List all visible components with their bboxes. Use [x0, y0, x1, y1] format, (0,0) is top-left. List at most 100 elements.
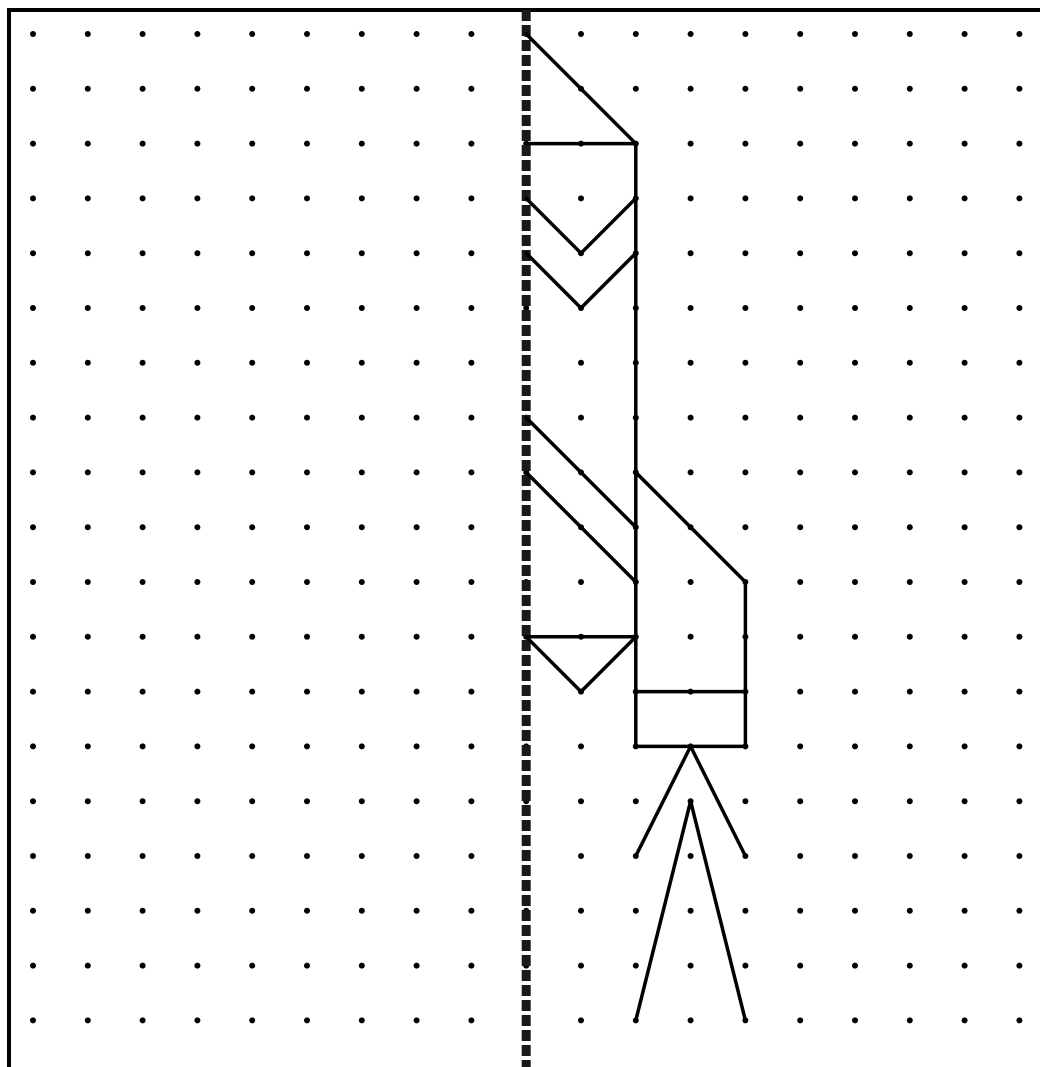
grid-dot: [194, 86, 200, 92]
grid-dot: [85, 141, 91, 147]
grid-dot: [468, 469, 474, 475]
grid-dot: [797, 31, 803, 37]
grid-dot: [797, 634, 803, 640]
grid-dot: [249, 908, 255, 914]
grid-dot: [633, 908, 639, 914]
grid-dot: [194, 743, 200, 749]
grid-dot: [907, 963, 913, 969]
grid-dot: [359, 86, 365, 92]
grid-dot: [962, 469, 968, 475]
grid-dot: [797, 415, 803, 421]
grid-dot: [194, 634, 200, 640]
shape-segment: [581, 253, 636, 308]
grid-dot: [797, 908, 803, 914]
grid-dot: [468, 305, 474, 311]
grid-dot: [359, 141, 365, 147]
grid-dot: [907, 31, 913, 37]
grid-dot: [249, 141, 255, 147]
grid-dot: [742, 141, 748, 147]
grid-dot: [85, 634, 91, 640]
grid-dot: [578, 743, 584, 749]
grid-dot: [742, 31, 748, 37]
half-shape: [526, 34, 745, 1020]
shape-segment: [526, 472, 636, 582]
grid-dot: [962, 798, 968, 804]
grid-dot: [852, 250, 858, 256]
grid-dot: [194, 141, 200, 147]
grid-dot: [742, 415, 748, 421]
grid-dot: [797, 141, 803, 147]
grid-dot: [414, 634, 420, 640]
grid-dot: [852, 305, 858, 311]
grid-dot: [468, 743, 474, 749]
grid-dot: [304, 141, 310, 147]
grid-dot: [194, 250, 200, 256]
grid-dot: [249, 798, 255, 804]
grid-dot: [85, 524, 91, 530]
grid-dot: [194, 963, 200, 969]
grid-dot: [304, 743, 310, 749]
grid-dot: [1016, 360, 1022, 366]
grid-dot: [688, 31, 694, 37]
grid-dot: [414, 1017, 420, 1023]
grid-dot: [140, 798, 146, 804]
grid-dot: [468, 250, 474, 256]
grid-dot: [468, 579, 474, 585]
grid-dot: [249, 524, 255, 530]
grid-dot: [962, 1017, 968, 1023]
grid-dot: [852, 141, 858, 147]
grid-dot: [907, 86, 913, 92]
grid-dot: [962, 579, 968, 585]
grid-dot: [1016, 798, 1022, 804]
grid-dot: [797, 579, 803, 585]
grid-dot: [907, 798, 913, 804]
grid-dot: [907, 250, 913, 256]
grid-dot: [688, 141, 694, 147]
grid-dot: [140, 195, 146, 201]
grid-dot: [85, 798, 91, 804]
grid-dot: [852, 689, 858, 695]
grid-dot: [852, 1017, 858, 1023]
grid-dot: [742, 469, 748, 475]
grid-dot: [304, 469, 310, 475]
grid-dot: [1016, 1017, 1022, 1023]
grid-dot: [359, 634, 365, 640]
grid-dot: [742, 250, 748, 256]
shape-segment: [526, 253, 581, 308]
grid-dot: [140, 908, 146, 914]
grid-dot: [194, 31, 200, 37]
grid-dot: [30, 908, 36, 914]
grid-dot: [140, 141, 146, 147]
grid-dot: [852, 31, 858, 37]
grid-dot: [414, 141, 420, 147]
grid-dot: [468, 141, 474, 147]
grid-dot: [742, 908, 748, 914]
grid-dot: [578, 908, 584, 914]
grid-dot: [414, 524, 420, 530]
grid-dot: [414, 31, 420, 37]
grid-dot: [797, 524, 803, 530]
grid-dot: [962, 524, 968, 530]
grid-dot: [962, 360, 968, 366]
grid-dot: [30, 469, 36, 475]
grid-dot: [359, 579, 365, 585]
grid-dot: [140, 963, 146, 969]
grid-dot: [359, 853, 365, 859]
grid-dot: [1016, 524, 1022, 530]
grid-dot: [962, 634, 968, 640]
grid-dot: [1016, 469, 1022, 475]
grid-dot: [688, 86, 694, 92]
shape-segment: [581, 198, 636, 253]
grid-dot: [633, 963, 639, 969]
grid-dot: [30, 195, 36, 201]
grid-dot: [30, 360, 36, 366]
grid-dot: [359, 250, 365, 256]
grid-dot: [797, 250, 803, 256]
grid-dot: [249, 360, 255, 366]
grid-dot: [1016, 963, 1022, 969]
grid-dot: [907, 908, 913, 914]
grid-dot: [194, 305, 200, 311]
grid-dot: [140, 524, 146, 530]
grid-dot: [688, 853, 694, 859]
